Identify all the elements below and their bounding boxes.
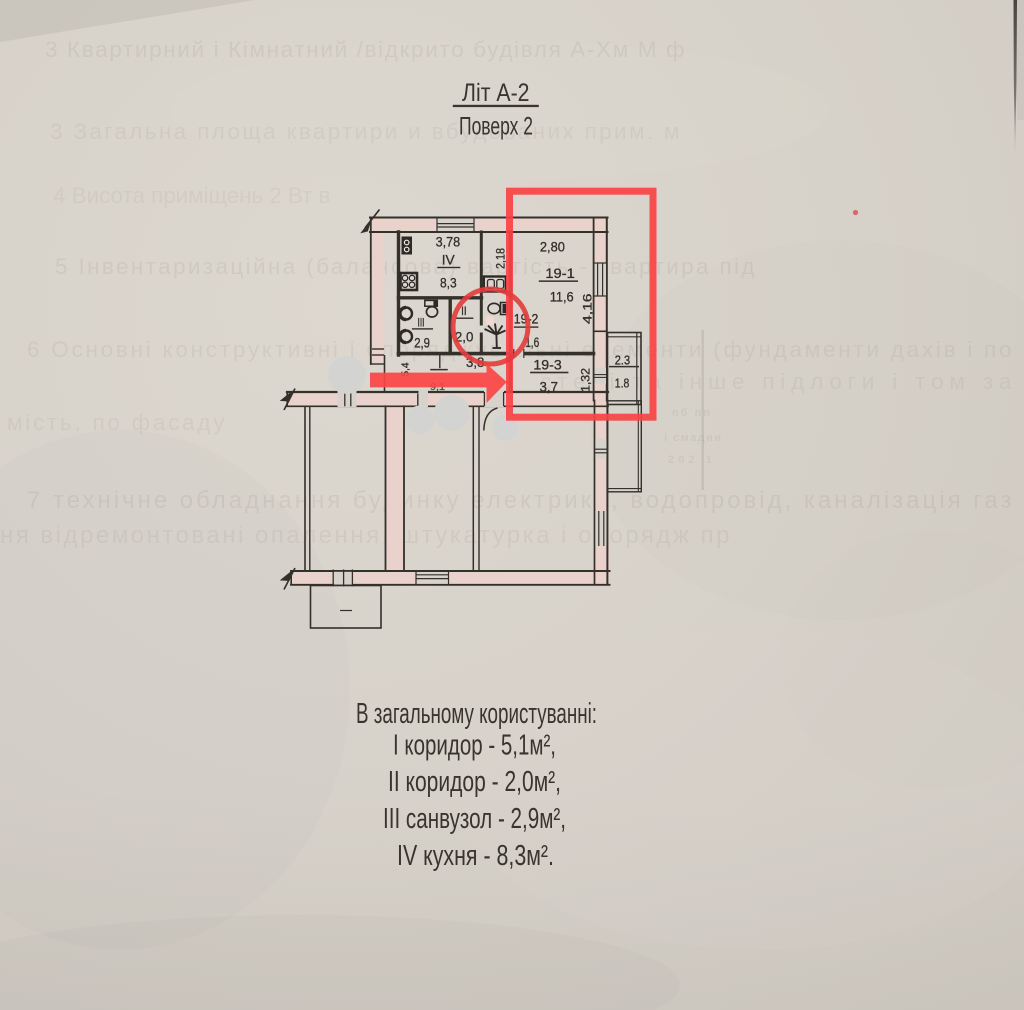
- svg-text:7 технічне обладнання буди: 7 технічне обладнання будинку електрика,…: [27, 487, 1012, 514]
- svg-text:В загальному користуванні:: В загальному користуванні:: [356, 698, 597, 730]
- svg-text:19-1: 19-1: [545, 266, 575, 282]
- svg-text:3 Загальна площа квартири: 3 Загальна площа квартири и вбудованих п…: [50, 119, 680, 144]
- svg-text:Літ А-2: Літ А-2: [462, 79, 530, 107]
- svg-text:2,80: 2,80: [540, 240, 565, 256]
- svg-text:1,32: 1,32: [581, 368, 593, 392]
- svg-text:пб пп: пб пп: [672, 407, 710, 419]
- svg-text:2,18: 2,18: [494, 248, 508, 269]
- svg-text:3,7: 3,7: [540, 380, 559, 396]
- svg-text:ІІ коридор - 2,0м²,: ІІ коридор - 2,0м²,: [388, 766, 561, 798]
- svg-text:І коридор - 5,1м²,: І коридор - 5,1м²,: [393, 730, 556, 762]
- svg-text:ІV кухня - 8,3м².: ІV кухня - 8,3м².: [397, 840, 554, 872]
- svg-text:1,6: 1,6: [525, 335, 539, 351]
- svg-text:4 Висота приміщень 2 Вт в: 4 Висота приміщень 2 Вт в: [53, 183, 331, 208]
- svg-text:і смадни: і смадни: [664, 432, 721, 444]
- svg-text:4,16: 4,16: [581, 293, 595, 324]
- svg-text:IV: IV: [442, 253, 456, 269]
- svg-text:3,78: 3,78: [436, 235, 461, 251]
- svg-text:ІІІ санвузол - 2,9м²,: ІІІ санвузол - 2,9м²,: [383, 803, 566, 835]
- svg-text:2.3: 2.3: [615, 353, 630, 368]
- svg-text:2,9: 2,9: [414, 336, 430, 352]
- svg-text:9,1: 9,1: [430, 382, 445, 393]
- svg-text:19-3: 19-3: [533, 358, 561, 374]
- svg-text:202 1: 202 1: [668, 454, 712, 466]
- svg-text:1.8: 1.8: [615, 376, 630, 391]
- svg-text:III: III: [418, 318, 425, 330]
- svg-text:2,0: 2,0: [455, 330, 474, 346]
- svg-text:8,3: 8,3: [440, 276, 457, 292]
- svg-text:мість, по фасаду: мість, по фасаду: [7, 410, 225, 435]
- svg-text:11,6: 11,6: [550, 290, 574, 306]
- svg-text:3 Квартирний і Кімнатний /: 3 Квартирний і Кімнатний /відкрито будів…: [45, 37, 685, 62]
- svg-text:II: II: [461, 306, 467, 318]
- svg-text:Поверх 2: Поверх 2: [459, 113, 533, 141]
